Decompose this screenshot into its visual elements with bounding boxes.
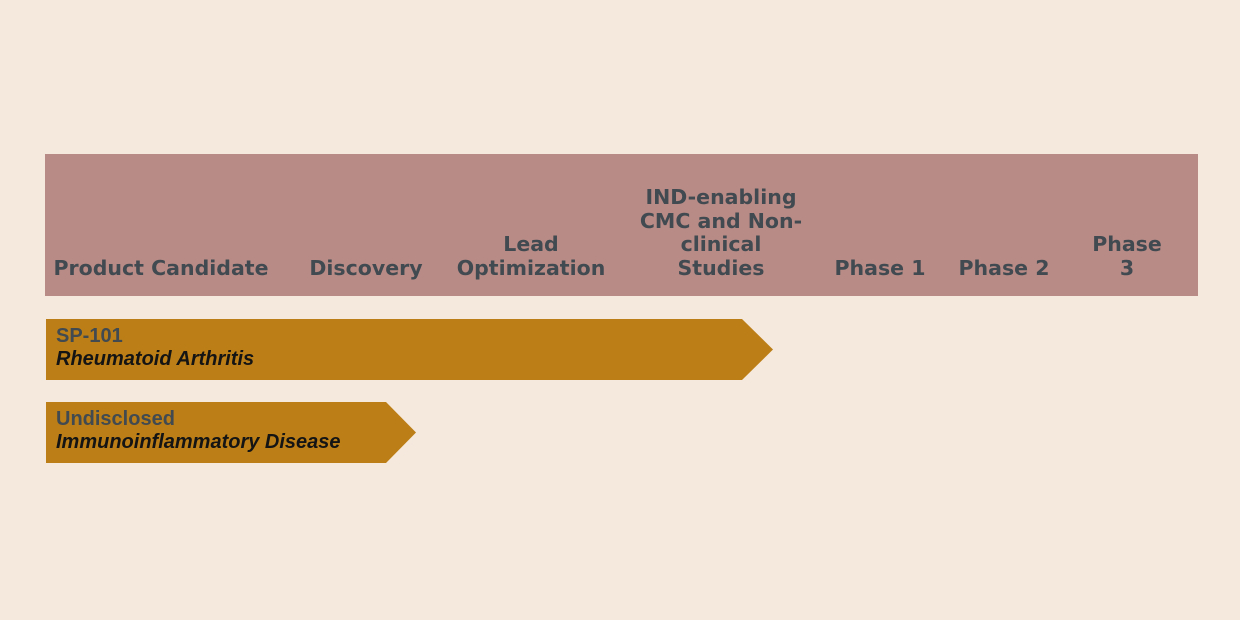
program-indication: Immunoinflammatory Disease <box>56 431 341 453</box>
header-phase-1: Phase 1 <box>834 255 926 280</box>
header-phase-3: Phase 3 <box>1092 232 1162 280</box>
program-name: SP-101 <box>56 325 123 347</box>
pipeline-header: Product Candidate Discovery Lead Optimiz… <box>45 154 1198 296</box>
program-indication: Rheumatoid Arthritis <box>56 348 255 370</box>
header-lead-optimization: Lead Optimization <box>456 232 606 280</box>
header-phase-2: Phase 2 <box>958 255 1050 280</box>
program-name: Undisclosed <box>56 408 175 430</box>
header-ind-enabling: IND-enabling CMC and Non- clinical Studi… <box>639 185 803 280</box>
pipeline-bar-sp-101: SP-101 Rheumatoid Arthritis <box>46 319 773 380</box>
header-product-candidate: Product Candidate <box>53 255 269 280</box>
pipeline-bar-undisclosed: Undisclosed Immunoinflammatory Disease <box>46 402 416 463</box>
header-discovery: Discovery <box>309 255 423 280</box>
